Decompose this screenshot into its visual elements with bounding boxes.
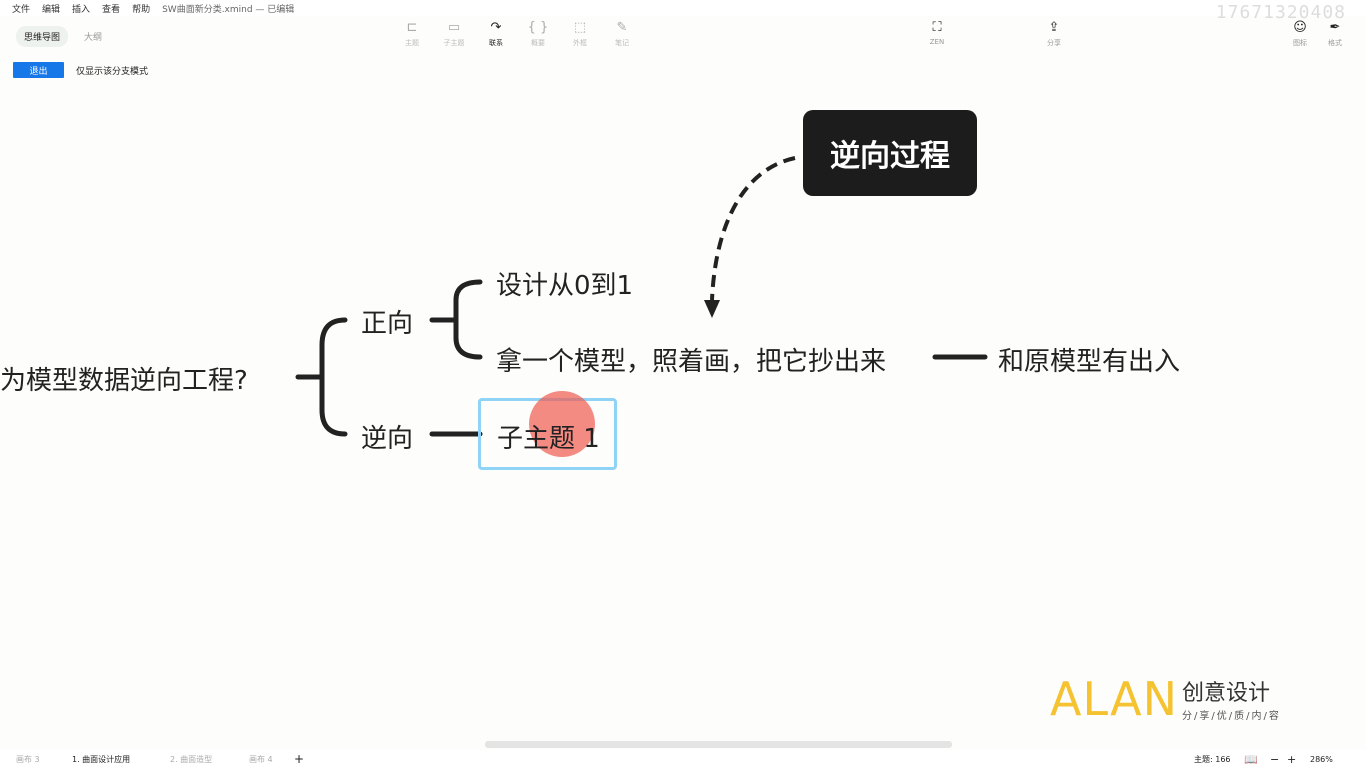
note-icon: ✎	[616, 20, 628, 35]
format-button[interactable]: ✒格式	[1315, 20, 1355, 48]
menu-bar: 文件 编辑 插入 查看 帮助 SW曲面新分类.xmind — 已编辑	[0, 0, 1366, 16]
icon-panel-button[interactable]: ☺图标	[1280, 20, 1320, 48]
fullscreen-icon: ⛶	[932, 20, 942, 35]
root-topic[interactable]: 为模型数据逆向工程?	[0, 366, 248, 396]
topic-copy-model[interactable]: 拿一个模型，照着画，把它抄出来	[496, 347, 887, 377]
cursor-highlight	[529, 391, 595, 457]
brush-icon: ✒	[1329, 20, 1341, 35]
status-bar: 画布 3 1. 曲面设计应用 2. 曲面造型 画布 4 + 主题: 166 📖 …	[0, 750, 1366, 768]
zoom-level[interactable]: 286%	[1310, 754, 1333, 764]
add-sheet-button[interactable]: +	[294, 752, 305, 766]
topic-design-0-to-1[interactable]: 设计从0到1	[496, 271, 634, 301]
tab-mindmap[interactable]: 思维导图	[16, 26, 69, 47]
menu-view[interactable]: 查看	[102, 4, 121, 15]
subtopic-button[interactable]: ▭子主题	[434, 20, 474, 48]
share-icon: ⇪	[1048, 20, 1060, 35]
topic-icon: ⊏	[406, 20, 418, 35]
sheet-tab-3[interactable]: 画布 3	[16, 754, 40, 764]
book-icon[interactable]: 📖	[1244, 752, 1258, 766]
topic-forward[interactable]: 正向	[361, 309, 414, 339]
sheet-tab-4[interactable]: 画布 4	[249, 754, 273, 764]
root-bracket	[319, 317, 348, 437]
zoom-in-button[interactable]: +	[1287, 752, 1297, 766]
relation-button[interactable]: ↷联系	[476, 20, 516, 48]
topic-reverse[interactable]: 逆向	[361, 424, 414, 454]
topic-count: 主题: 166	[1194, 754, 1231, 764]
zen-button[interactable]: ⛶ZEN	[917, 20, 957, 46]
branch-mode-label: 仅显示该分支模式	[76, 66, 149, 77]
sheet-tab-2[interactable]: 2. 曲面造型	[170, 754, 213, 764]
watermark: 17671320408	[1215, 2, 1346, 23]
menu-edit[interactable]: 编辑	[42, 4, 61, 15]
smiley-icon: ☺	[1293, 20, 1307, 35]
horizontal-scrollbar[interactable]	[485, 741, 952, 748]
relation-icon: ↷	[490, 20, 502, 35]
zoom-out-button[interactable]: −	[1270, 752, 1280, 766]
sheet-tab-active[interactable]: 1. 曲面设计应用	[72, 754, 131, 764]
menu-insert[interactable]: 插入	[72, 4, 91, 15]
topic-subtopic-1[interactable]: 子主题 1	[497, 424, 600, 454]
boundary-button[interactable]: ⬚外框	[560, 20, 600, 48]
topic-differs[interactable]: 和原模型有出入	[998, 347, 1181, 377]
share-button[interactable]: ⇪分享	[1034, 20, 1074, 48]
exit-button[interactable]: 退出	[13, 62, 64, 78]
summary-icon: { }	[527, 20, 549, 35]
logo: ALAN 创意设计分/享/优/质/内/容	[1050, 672, 1281, 726]
window-title: SW曲面新分类.xmind — 已编辑	[162, 4, 295, 15]
callout-reverse-process[interactable]: 逆向过程	[803, 110, 977, 196]
arrowhead	[704, 300, 720, 318]
note-button[interactable]: ✎笔记	[602, 20, 642, 48]
summary-button[interactable]: { }概要	[518, 20, 558, 48]
tab-outline[interactable]: 大纲	[84, 33, 103, 43]
callout-dashed-arrow	[710, 156, 796, 301]
boundary-icon: ⬚	[573, 20, 587, 35]
menu-file[interactable]: 文件	[12, 4, 31, 15]
forward-bracket	[453, 279, 483, 360]
subtopic-icon: ▭	[447, 20, 461, 35]
topic-button[interactable]: ⊏主题	[392, 20, 432, 48]
menu-help[interactable]: 帮助	[132, 4, 151, 15]
